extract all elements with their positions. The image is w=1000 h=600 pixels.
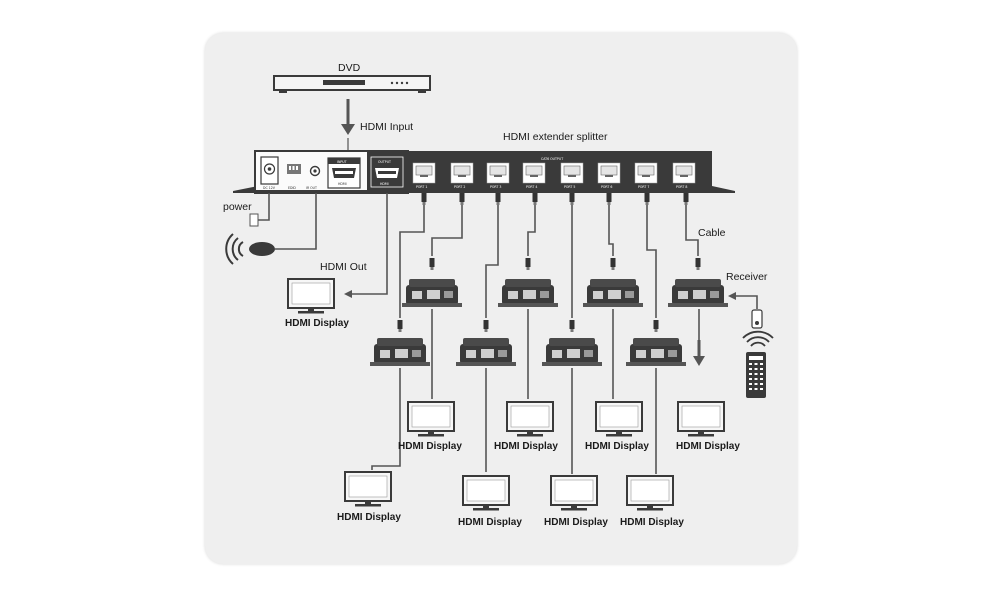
receiver-icon <box>626 338 686 366</box>
svg-text:PORT 5: PORT 5 <box>564 185 575 189</box>
hdmi-display-label: HDMI Display <box>544 517 608 528</box>
wifi-signal-icon <box>742 330 774 347</box>
monitor-icon <box>595 401 643 438</box>
svg-text:PORT 1: PORT 1 <box>416 185 427 189</box>
wifi-signal-icon <box>225 233 244 265</box>
svg-text:PORT 6: PORT 6 <box>601 185 612 189</box>
svg-text:PORT 2: PORT 2 <box>454 185 465 189</box>
cat6-port-4: PORT 4 <box>522 162 546 189</box>
ir-out-label: IR OUT <box>306 186 317 190</box>
power-label: power <box>223 201 252 213</box>
cat6-port-2: PORT 2 <box>450 162 474 189</box>
ir-receiver-icon <box>751 309 763 329</box>
dvd-label: DVD <box>338 62 361 74</box>
monitor-icon <box>550 475 598 512</box>
cat-output-label: CAT6 OUTPUT <box>541 157 563 161</box>
input-port-label: INPUT <box>337 160 347 164</box>
receiver-icon <box>402 279 462 307</box>
cat6-port-8: PORT 8 <box>672 162 696 189</box>
edid-label: EDID <box>288 186 296 190</box>
receiver-icon <box>370 338 430 366</box>
arrow-down-icon <box>341 124 355 135</box>
svg-text:PORT 4: PORT 4 <box>526 185 537 189</box>
hdmi-display-label: HDMI Display <box>676 441 740 452</box>
monitor-icon <box>506 401 554 438</box>
monitor-icon <box>407 401 455 438</box>
monitor-icon <box>462 475 510 512</box>
splitter-label: HDMI extender splitter <box>503 131 608 143</box>
svg-text:PORT 7: PORT 7 <box>638 185 649 189</box>
hdmi-display-label: HDMI Display <box>620 517 684 528</box>
hdmi-extender-splitter: DC 12V EDID IR OUT INPUT HDMI OUTPUT HDM… <box>233 150 735 194</box>
receiver-icon <box>542 338 602 366</box>
receiver-icon <box>456 338 516 366</box>
cat6-port-1: PORT 1 <box>412 162 436 189</box>
receiver-icon <box>583 279 643 307</box>
svg-text:PORT 8: PORT 8 <box>676 185 687 189</box>
hdmi-out-label: HDMI Out <box>320 261 367 273</box>
receiver-icon <box>668 279 728 307</box>
hdmi-display-label: HDMI Display <box>494 441 558 452</box>
monitor-icon <box>677 401 725 438</box>
hdmi-display-label: HDMI Display <box>337 512 401 523</box>
monitor-icon <box>626 475 674 512</box>
receiver-icon <box>498 279 558 307</box>
cat6-port-7: PORT 7 <box>634 162 658 189</box>
ir-sensor-icon <box>249 242 275 256</box>
remote-control-icon <box>746 352 766 398</box>
cat6-port-5: PORT 5 <box>560 162 584 189</box>
dc-in-label: DC 12V <box>263 186 276 190</box>
cat6-port-3: PORT 3 <box>486 162 510 189</box>
dvd-player-icon <box>273 75 431 93</box>
monitor-icon <box>287 278 335 315</box>
monitor-icon <box>344 471 392 508</box>
input-hdmi-label: HDMI <box>338 182 347 186</box>
hdmi-display-label: HDMI Display <box>285 318 349 329</box>
hdmi-input-label: HDMI Input <box>360 121 413 133</box>
hdmi-display-label: HDMI Display <box>585 441 649 452</box>
receiver-label: Receiver <box>726 271 768 283</box>
output-hdmi-label: HDMI <box>380 182 389 186</box>
hdmi-display-label: HDMI Display <box>458 517 522 528</box>
cable-label: Cable <box>698 227 726 239</box>
output-port-label: OUTPUT <box>378 160 391 164</box>
hdmi-display-label: HDMI Display <box>398 441 462 452</box>
cat6-port-6: PORT 6 <box>597 162 621 189</box>
svg-text:PORT 3: PORT 3 <box>490 185 501 189</box>
